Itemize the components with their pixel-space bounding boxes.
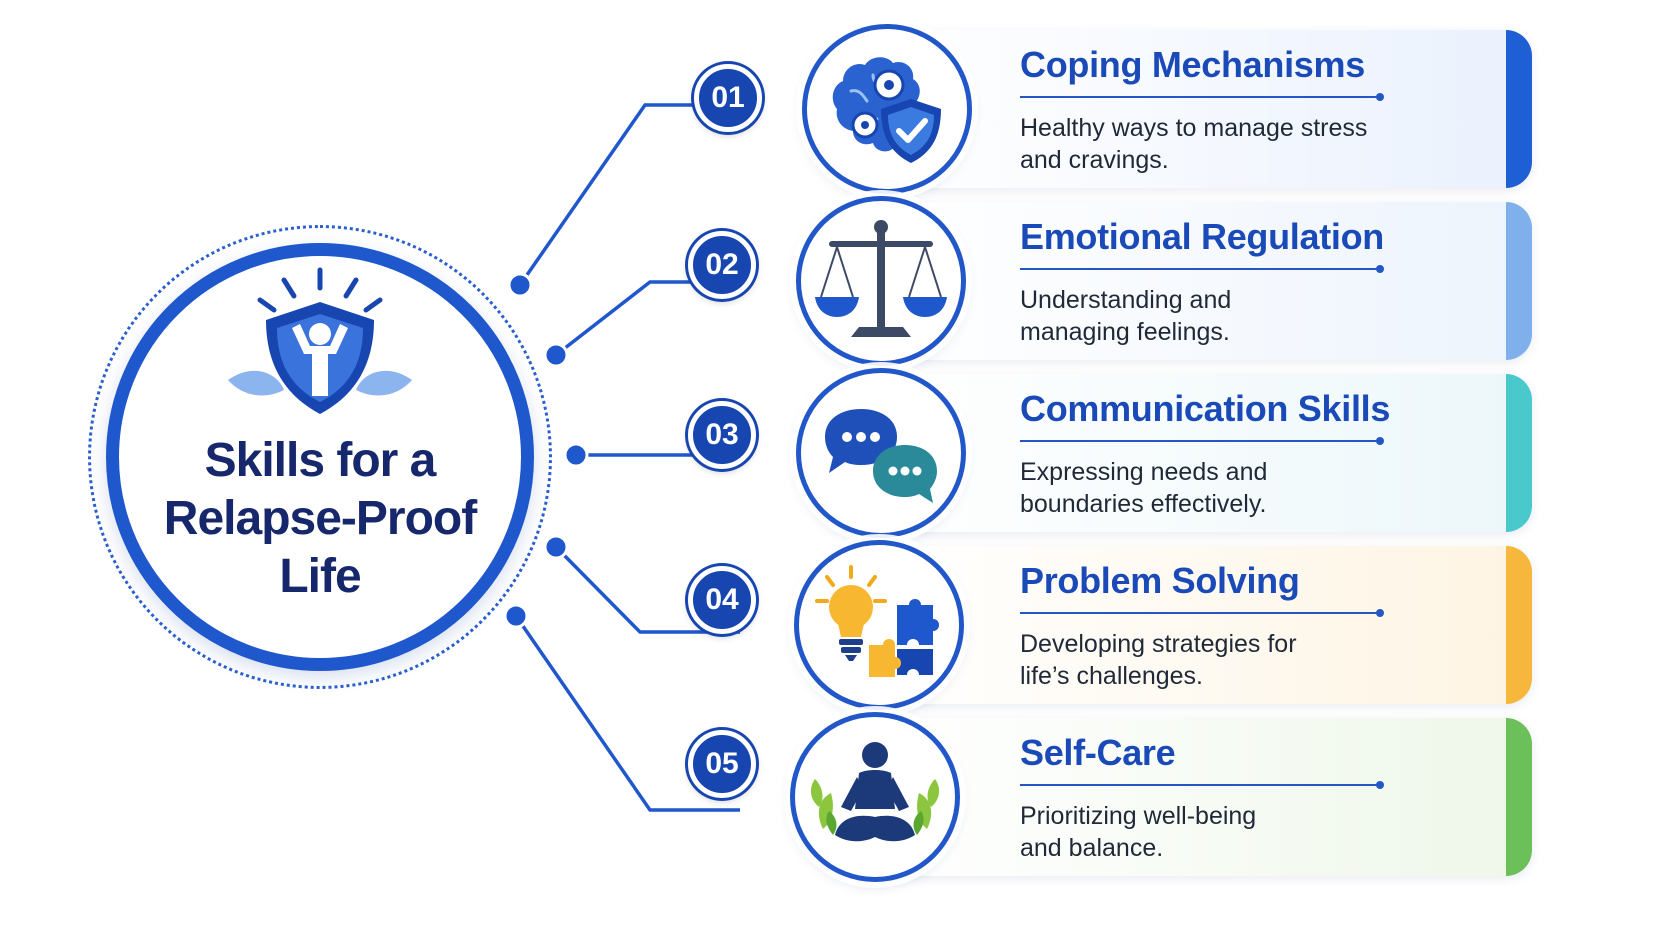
hub-title-line: Life [279, 550, 361, 603]
connector-dot-04 [543, 534, 569, 560]
connector-dot-02 [543, 342, 569, 368]
card-accent-bar [1506, 202, 1532, 360]
card-accent-bar [1506, 546, 1532, 704]
card-accent-bar [1506, 30, 1532, 188]
icon-ring-03 [796, 368, 966, 538]
skill-description-line: and cravings. [1020, 146, 1169, 174]
connector-dot-05 [503, 603, 529, 629]
hub-title: Skills for a Relapse-Proof Life [120, 432, 520, 606]
connector-05 [514, 615, 740, 812]
skill-description-line: Healthy ways to manage stress [1020, 114, 1368, 142]
skill-description-line: Understanding and [1020, 286, 1232, 314]
skill-card-problem-solving: Problem Solving Developing strategies fo… [890, 546, 1532, 704]
brain-gears-shield-icon [832, 57, 941, 163]
title-underline [1020, 437, 1384, 445]
skill-description: Prioritizing well-being and balance. [1020, 800, 1400, 864]
balance-scale-icon [815, 220, 947, 337]
title-underline [1020, 781, 1384, 789]
connector-dot-03 [563, 442, 589, 468]
connector-04 [554, 545, 740, 634]
title-underline [1020, 265, 1384, 273]
skill-description-line: boundaries effectively. [1020, 490, 1267, 518]
hub-title-line: Relapse-Proof [163, 492, 477, 545]
skill-title: Communication Skills [1020, 388, 1391, 429]
skill-description-line: Prioritizing well-being [1020, 802, 1257, 830]
shield-person-icon [228, 267, 412, 414]
icon-ring-01 [802, 24, 972, 194]
icon-ring-02 [796, 196, 966, 366]
hub-title-line: Skills for a [204, 434, 437, 487]
card-accent-bar [1506, 374, 1532, 532]
skill-description-line: and balance. [1020, 834, 1164, 862]
lightbulb-puzzle-icon [815, 565, 939, 677]
chat-bubbles-icon [825, 409, 937, 503]
skill-description-line: Developing strategies for [1020, 630, 1297, 658]
skill-card-communication-skills: Communication Skills Expressing needs an… [890, 374, 1532, 532]
skill-title: Self-Care [1020, 732, 1176, 773]
skill-title: Coping Mechanisms [1020, 44, 1365, 85]
skill-card-self-care: Self-Care Prioritizing well-being and ba… [890, 718, 1532, 876]
icon-ring-04 [794, 540, 964, 710]
step-number-05: 05 [688, 730, 756, 798]
skill-title: Problem Solving [1020, 560, 1300, 601]
skill-description-line: managing feelings. [1020, 318, 1230, 346]
skill-description: Expressing needs and boundaries effectiv… [1020, 456, 1400, 520]
step-number-02: 02 [688, 231, 756, 299]
step-number-01: 01 [694, 64, 762, 132]
skill-card-emotional-regulation: Emotional Regulation Understanding and m… [890, 202, 1532, 360]
skill-description: Developing strategies for life’s challen… [1020, 628, 1400, 692]
step-number-03: 03 [688, 401, 756, 469]
title-underline [1020, 93, 1384, 101]
step-number-04: 04 [688, 566, 756, 634]
skill-description: Healthy ways to manage stress and cravin… [1020, 112, 1400, 176]
meditation-icon [810, 742, 940, 842]
hub-dotted-ring [88, 225, 552, 689]
skill-card-coping-mechanisms: Coping Mechanisms Healthy ways to manage… [890, 30, 1532, 188]
connector-dot-01 [507, 272, 533, 298]
skill-description: Understanding and managing feelings. [1020, 284, 1400, 348]
skill-title: Emotional Regulation [1020, 216, 1385, 257]
skill-description-line: Expressing needs and [1020, 458, 1268, 486]
icon-ring-05 [790, 712, 960, 882]
card-accent-bar [1506, 718, 1532, 876]
skill-description-line: life’s challenges. [1020, 662, 1203, 690]
title-underline [1020, 609, 1384, 617]
